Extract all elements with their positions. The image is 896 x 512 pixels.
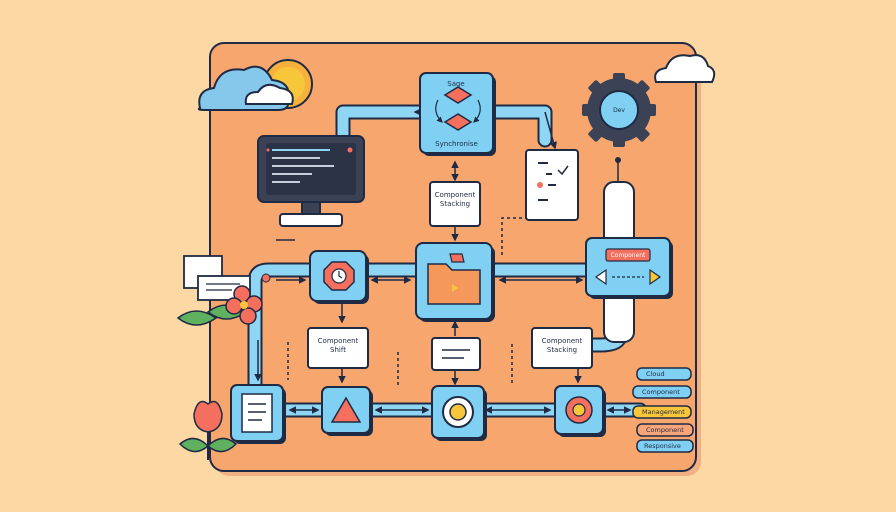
component-stacking-lower-label: Component Stacking bbox=[541, 337, 583, 354]
component-stacking-box-lower bbox=[531, 327, 593, 369]
component-shift-label: Component Shift bbox=[317, 337, 359, 354]
stack-list-item: Management bbox=[642, 408, 685, 416]
component-stacking-upper-label: Component Stacking bbox=[434, 191, 476, 208]
cloud-icon bbox=[197, 65, 294, 111]
stack-list-item: Cloud bbox=[646, 370, 665, 378]
top-card-caption: Synchronise bbox=[435, 140, 478, 148]
clock-node bbox=[309, 250, 369, 304]
tulip-icon bbox=[178, 400, 238, 460]
stack-list-item: Responsive bbox=[644, 442, 681, 450]
document-roll bbox=[431, 337, 481, 371]
cloud-icon bbox=[654, 54, 716, 83]
document-node bbox=[230, 384, 286, 444]
top-card bbox=[419, 72, 496, 156]
monitor-icon bbox=[257, 135, 365, 227]
component-shift-box bbox=[307, 327, 369, 369]
gear-badge-label: Dev bbox=[613, 107, 625, 114]
stack-list-item: Component bbox=[646, 426, 684, 434]
stack-list bbox=[632, 367, 694, 453]
gear-icon bbox=[582, 73, 656, 147]
right-panel-node bbox=[585, 237, 673, 299]
settings-cog-node bbox=[554, 385, 606, 437]
top-card-title: Sage bbox=[447, 80, 465, 88]
component-stacking-box-upper bbox=[429, 181, 481, 227]
warning-triangle-icon bbox=[330, 396, 362, 423]
status-pill-label: Component bbox=[610, 252, 646, 259]
warning-node bbox=[321, 386, 373, 436]
flower-icon bbox=[176, 273, 271, 326]
checklist-card bbox=[525, 149, 579, 221]
gear-node bbox=[431, 385, 487, 441]
stack-list-item: Component bbox=[642, 388, 680, 396]
folder-node bbox=[415, 242, 495, 322]
